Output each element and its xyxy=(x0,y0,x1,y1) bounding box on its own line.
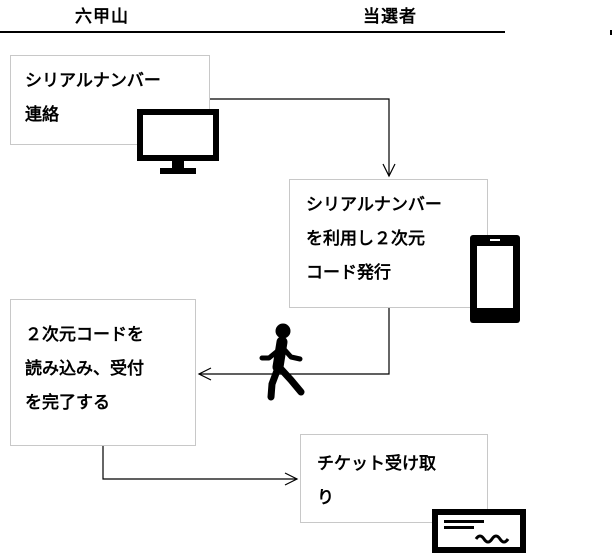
arrowhead-1-to-2 xyxy=(382,163,396,178)
monitor-icon xyxy=(137,109,219,174)
header-divider xyxy=(0,31,505,33)
connector-2-to-3 xyxy=(199,308,390,375)
walking-person-icon xyxy=(259,323,305,401)
arrowhead-2-to-3 xyxy=(197,367,212,381)
connector-3-to-4 xyxy=(102,446,297,480)
edge-mark xyxy=(610,30,612,35)
arrowhead-3-to-4 xyxy=(284,472,299,486)
step-qr-read: ２次元コードを 読み込み、受付 を完了する xyxy=(10,299,196,446)
step-ticket-receive: チケット受け取 り xyxy=(300,434,488,523)
step-qr-issue: シリアルナンバー を利用し２次元 コード発行 xyxy=(289,179,488,308)
ticket-icon xyxy=(432,509,526,553)
lane-header-winner: 当選者 xyxy=(363,7,417,27)
lane-header-rokkosan: 六甲山 xyxy=(75,7,129,27)
smartphone-icon xyxy=(470,235,520,323)
connector-1-to-2 xyxy=(210,98,390,176)
